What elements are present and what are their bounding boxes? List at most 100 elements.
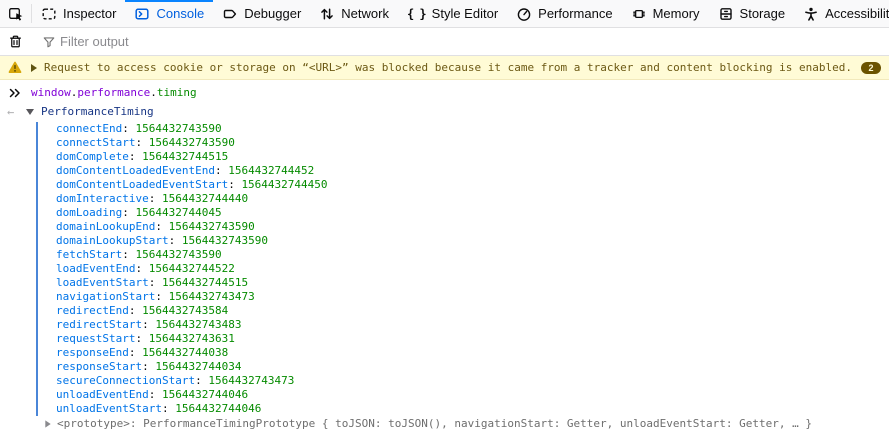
- property-name: secureConnectionStart: [56, 374, 196, 387]
- property-value: 1564432743590: [135, 248, 222, 261]
- memory-chip-icon: [632, 9, 645, 18]
- filter-funnel-icon: [43, 36, 55, 47]
- tab-performance[interactable]: Performance: [507, 0, 621, 27]
- tab-storage[interactable]: Storage: [709, 0, 795, 27]
- tab-accessibility[interactable]: Accessibility: [794, 0, 889, 27]
- property-name: domContentLoadedEventStart: [56, 178, 229, 191]
- property-colon: :: [122, 122, 136, 135]
- command-prompt-icon: [9, 88, 20, 98]
- evaluated-command-row: window.performance.timing: [0, 80, 889, 102]
- property-name: domContentLoadedEventEnd: [56, 164, 215, 177]
- property-value: 1564432744038: [142, 346, 229, 359]
- property-colon: :: [195, 374, 209, 387]
- console-output[interactable]: Request to access cookie or storage on “…: [0, 56, 889, 431]
- tab-label: Network: [341, 6, 389, 21]
- performance-gauge-icon: [517, 7, 531, 21]
- filter-output-input[interactable]: [56, 28, 889, 55]
- property-colon: :: [155, 220, 169, 233]
- property-value: 1564432744046: [175, 402, 262, 415]
- command-token: timing: [156, 86, 197, 99]
- property-value: 1564432743631: [148, 332, 235, 345]
- object-property-row: secureConnectionStart: 1564432743473: [0, 374, 889, 388]
- object-property-row: responseEnd: 1564432744038: [0, 346, 889, 360]
- property-colon: :: [135, 136, 149, 149]
- prototype-text: <prototype>: PerformanceTimingPrototype …: [57, 416, 812, 430]
- expand-warning-twisty[interactable]: [31, 63, 37, 72]
- property-value: 1564432743473: [208, 374, 295, 387]
- object-property-row: domainLookupStart: 1564432743590: [0, 234, 889, 248]
- tab-label: Performance: [538, 6, 613, 21]
- property-value: 1564432744450: [241, 178, 328, 191]
- property-colon: :: [168, 234, 182, 247]
- accessibility-person-icon: [805, 7, 817, 21]
- property-value: 1564432743590: [168, 220, 255, 233]
- command-token: .: [70, 86, 78, 99]
- property-colon: :: [142, 360, 156, 373]
- storage-drawers-icon: [719, 7, 732, 20]
- property-colon: :: [128, 304, 143, 317]
- tab-style-editor[interactable]: { } Style Editor: [398, 0, 507, 27]
- command-token: .: [150, 86, 157, 99]
- inspector-icon: [42, 8, 56, 20]
- object-property-row: redirectStart: 1564432743483: [0, 318, 889, 332]
- property-value: 1564432743483: [155, 318, 242, 331]
- clear-console-button[interactable]: [0, 34, 31, 49]
- property-name: domInteractive: [56, 192, 149, 205]
- property-value: 1564432743590: [181, 234, 268, 247]
- debugger-icon: [223, 9, 237, 18]
- object-property-row: domInteractive: 1564432744440: [0, 192, 889, 206]
- property-name: domainLookupEnd: [56, 220, 156, 233]
- object-property-row: redirectEnd: 1564432743584: [0, 304, 889, 318]
- prototype-row: <prototype>: PerformanceTimingPrototype …: [0, 416, 889, 431]
- object-property-row: domainLookupEnd: 1564432743590: [0, 220, 889, 234]
- warning-triangle-icon: [8, 61, 22, 74]
- object-property-row: unloadEventStart: 1564432744046: [0, 402, 889, 416]
- property-value: 1564432744440: [161, 192, 249, 205]
- tab-label: Storage: [739, 6, 786, 21]
- pick-element-icon: [8, 7, 22, 21]
- property-value: 1564432744034: [155, 360, 242, 373]
- tab-inspector[interactable]: Inspector: [32, 0, 125, 27]
- tab-network[interactable]: Network: [310, 0, 398, 27]
- tab-console[interactable]: Console: [125, 0, 213, 27]
- tab-label: Console: [156, 6, 205, 21]
- property-name: redirectEnd: [56, 304, 129, 317]
- property-name: requestStart: [56, 332, 136, 345]
- property-colon: :: [148, 388, 162, 401]
- warning-count-badge: 2: [861, 61, 881, 74]
- result-object-header: ← PerformanceTiming: [0, 104, 889, 119]
- console-warning-row: Request to access cookie or storage on “…: [0, 56, 889, 80]
- tab-memory[interactable]: Memory: [622, 0, 709, 27]
- expand-prototype-twisty[interactable]: [45, 419, 51, 428]
- return-value-arrow-icon: ←: [7, 104, 15, 119]
- property-colon: :: [122, 206, 136, 219]
- console-icon: [135, 7, 150, 20]
- property-colon: :: [161, 402, 176, 415]
- property-value: 1564432743590: [148, 136, 235, 149]
- collapse-object-twisty[interactable]: [26, 108, 34, 115]
- property-name: responseEnd: [56, 346, 129, 359]
- property-name: domComplete: [56, 150, 129, 163]
- property-name: loadEventStart: [56, 276, 149, 289]
- property-colon: :: [128, 150, 143, 163]
- object-property-row: navigationStart: 1564432743473: [0, 290, 889, 304]
- property-name: responseStart: [56, 360, 143, 373]
- property-colon: :: [155, 290, 169, 303]
- property-name: connectEnd: [56, 122, 123, 135]
- tab-label: Inspector: [63, 6, 117, 21]
- pick-element-button[interactable]: [0, 0, 31, 27]
- console-filter-bar: [0, 28, 889, 56]
- property-value: 1564432744452: [228, 164, 315, 177]
- property-value: 1564432743590: [135, 122, 222, 135]
- property-value: 1564432743584: [142, 304, 229, 317]
- property-colon: :: [148, 192, 162, 205]
- property-name: fetchStart: [56, 248, 123, 261]
- property-value: 1564432743473: [168, 290, 255, 303]
- trash-icon: [10, 35, 21, 48]
- tab-label: Accessibility: [825, 6, 889, 21]
- object-property-row: domComplete: 1564432744515: [0, 150, 889, 164]
- property-colon: :: [228, 178, 242, 191]
- style-editor-icon: { }: [406, 6, 427, 21]
- tab-debugger[interactable]: Debugger: [213, 0, 310, 27]
